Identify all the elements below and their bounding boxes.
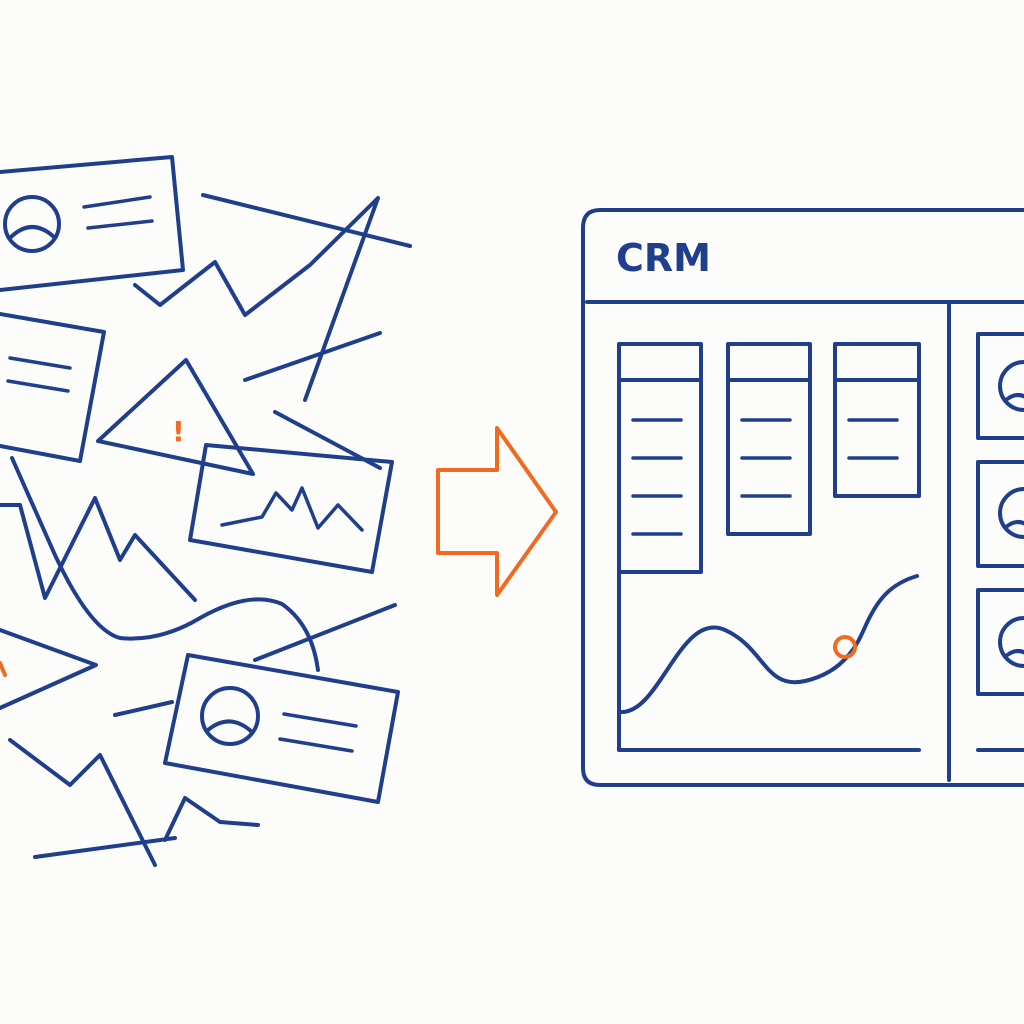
avatar-icon bbox=[998, 360, 1024, 412]
crm-column bbox=[726, 342, 812, 536]
crm-column bbox=[617, 342, 703, 574]
profile-card bbox=[163, 653, 400, 804]
crm-contact-card bbox=[976, 588, 1024, 696]
crm-column bbox=[833, 342, 921, 498]
text-card bbox=[0, 312, 106, 463]
avatar-icon bbox=[200, 686, 260, 746]
crm-contact-card bbox=[976, 460, 1024, 568]
avatar-icon bbox=[3, 195, 61, 253]
crm-window: CRM bbox=[581, 208, 1024, 787]
orange-fragment bbox=[0, 661, 7, 677]
avatar-icon bbox=[998, 616, 1024, 668]
avatar-icon bbox=[998, 487, 1024, 539]
profile-card bbox=[0, 155, 185, 292]
warning-symbol: ! bbox=[172, 415, 185, 448]
warning-icon: ! bbox=[96, 358, 255, 476]
chart-card bbox=[188, 443, 394, 574]
scribble-lines bbox=[0, 193, 412, 867]
right-arrow-icon bbox=[436, 426, 558, 597]
crm-title: CRM bbox=[616, 236, 711, 280]
crm-contact-card bbox=[976, 332, 1024, 440]
chaotic-data-cluster: ! bbox=[0, 155, 412, 867]
chart-line bbox=[618, 574, 919, 715]
chart-highlight-point bbox=[833, 635, 857, 659]
crm-line-chart bbox=[617, 570, 921, 752]
